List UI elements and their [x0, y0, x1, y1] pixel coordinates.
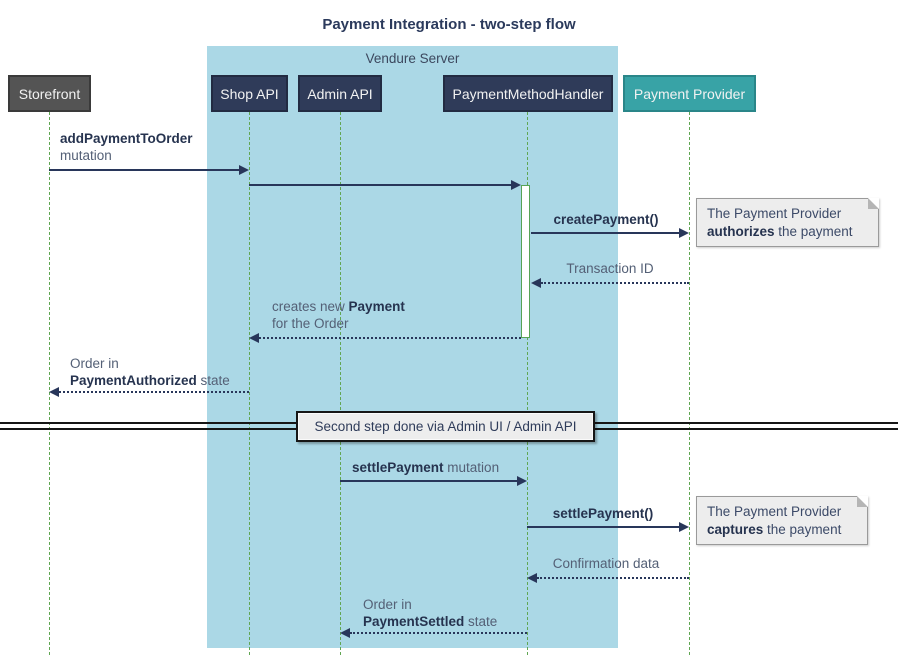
vendure-server-frame — [207, 46, 618, 648]
message-arrow-settle-payment-call — [527, 526, 679, 528]
message-label-add-payment-to-order: addPaymentToOrder mutation — [60, 131, 193, 163]
message-arrow-creates-new-payment — [259, 337, 521, 339]
arrowhead-icon — [679, 522, 689, 532]
lifeline-storefront — [49, 112, 50, 655]
message-label-confirmation-data: Confirmation data — [552, 556, 660, 571]
lifeline-admin-api — [340, 112, 341, 655]
arrowhead-icon — [527, 573, 537, 583]
message-label-transaction-id: Transaction ID — [566, 261, 654, 276]
arrowhead-icon — [340, 628, 350, 638]
participant-payment-provider: Payment Provider — [623, 75, 756, 112]
message-arrow-create-payment — [531, 232, 679, 234]
message-arrow-payment-settled — [350, 632, 527, 634]
lifeline-payment-method-handler — [527, 112, 528, 655]
participant-admin-api: Admin API — [298, 75, 382, 112]
participant-payment-method-handler: PaymentMethodHandler — [443, 75, 613, 112]
lifeline-shop-api — [249, 112, 250, 655]
message-label-settle-payment-call: settlePayment() — [552, 506, 654, 521]
participant-storefront: Storefront — [8, 75, 91, 112]
message-label-settle-payment-mutation: settlePayment mutation — [352, 460, 500, 475]
message-arrow-shop-api-to-handler — [249, 184, 511, 186]
arrowhead-icon — [531, 278, 541, 288]
note-captures: The Payment Provider captures the paymen… — [696, 496, 868, 545]
lifeline-payment-provider — [689, 112, 690, 655]
arrowhead-icon — [679, 228, 689, 238]
vendure-server-frame-label: Vendure Server — [365, 51, 460, 66]
message-arrow-confirmation-data — [537, 577, 689, 579]
arrowhead-icon — [511, 180, 521, 190]
message-label-payment-authorized: Order in PaymentAuthorized state — [70, 356, 230, 388]
message-arrow-transaction-id — [541, 282, 689, 284]
arrowhead-icon — [249, 333, 259, 343]
arrowhead-icon — [49, 387, 59, 397]
message-label-create-payment: createPayment() — [553, 212, 659, 227]
arrowhead-icon — [517, 476, 527, 486]
message-arrow-payment-authorized — [59, 391, 249, 393]
message-arrow-settle-payment-mutation — [340, 480, 517, 482]
arrowhead-icon — [239, 165, 249, 175]
message-arrow-add-payment-to-order — [49, 169, 239, 171]
note-authorizes: The Payment Provider authorizes the paym… — [696, 198, 879, 247]
participant-shop-api: Shop API — [211, 75, 288, 112]
message-label-creates-new-payment: creates new Payment for the Order — [272, 299, 405, 331]
activation-bar-payment-method-handler — [521, 185, 530, 338]
message-label-payment-settled: Order in PaymentSettled state — [363, 597, 498, 629]
diagram-title: Payment Integration - two-step flow — [322, 16, 576, 33]
divider-label: Second step done via Admin UI / Admin AP… — [296, 411, 595, 442]
